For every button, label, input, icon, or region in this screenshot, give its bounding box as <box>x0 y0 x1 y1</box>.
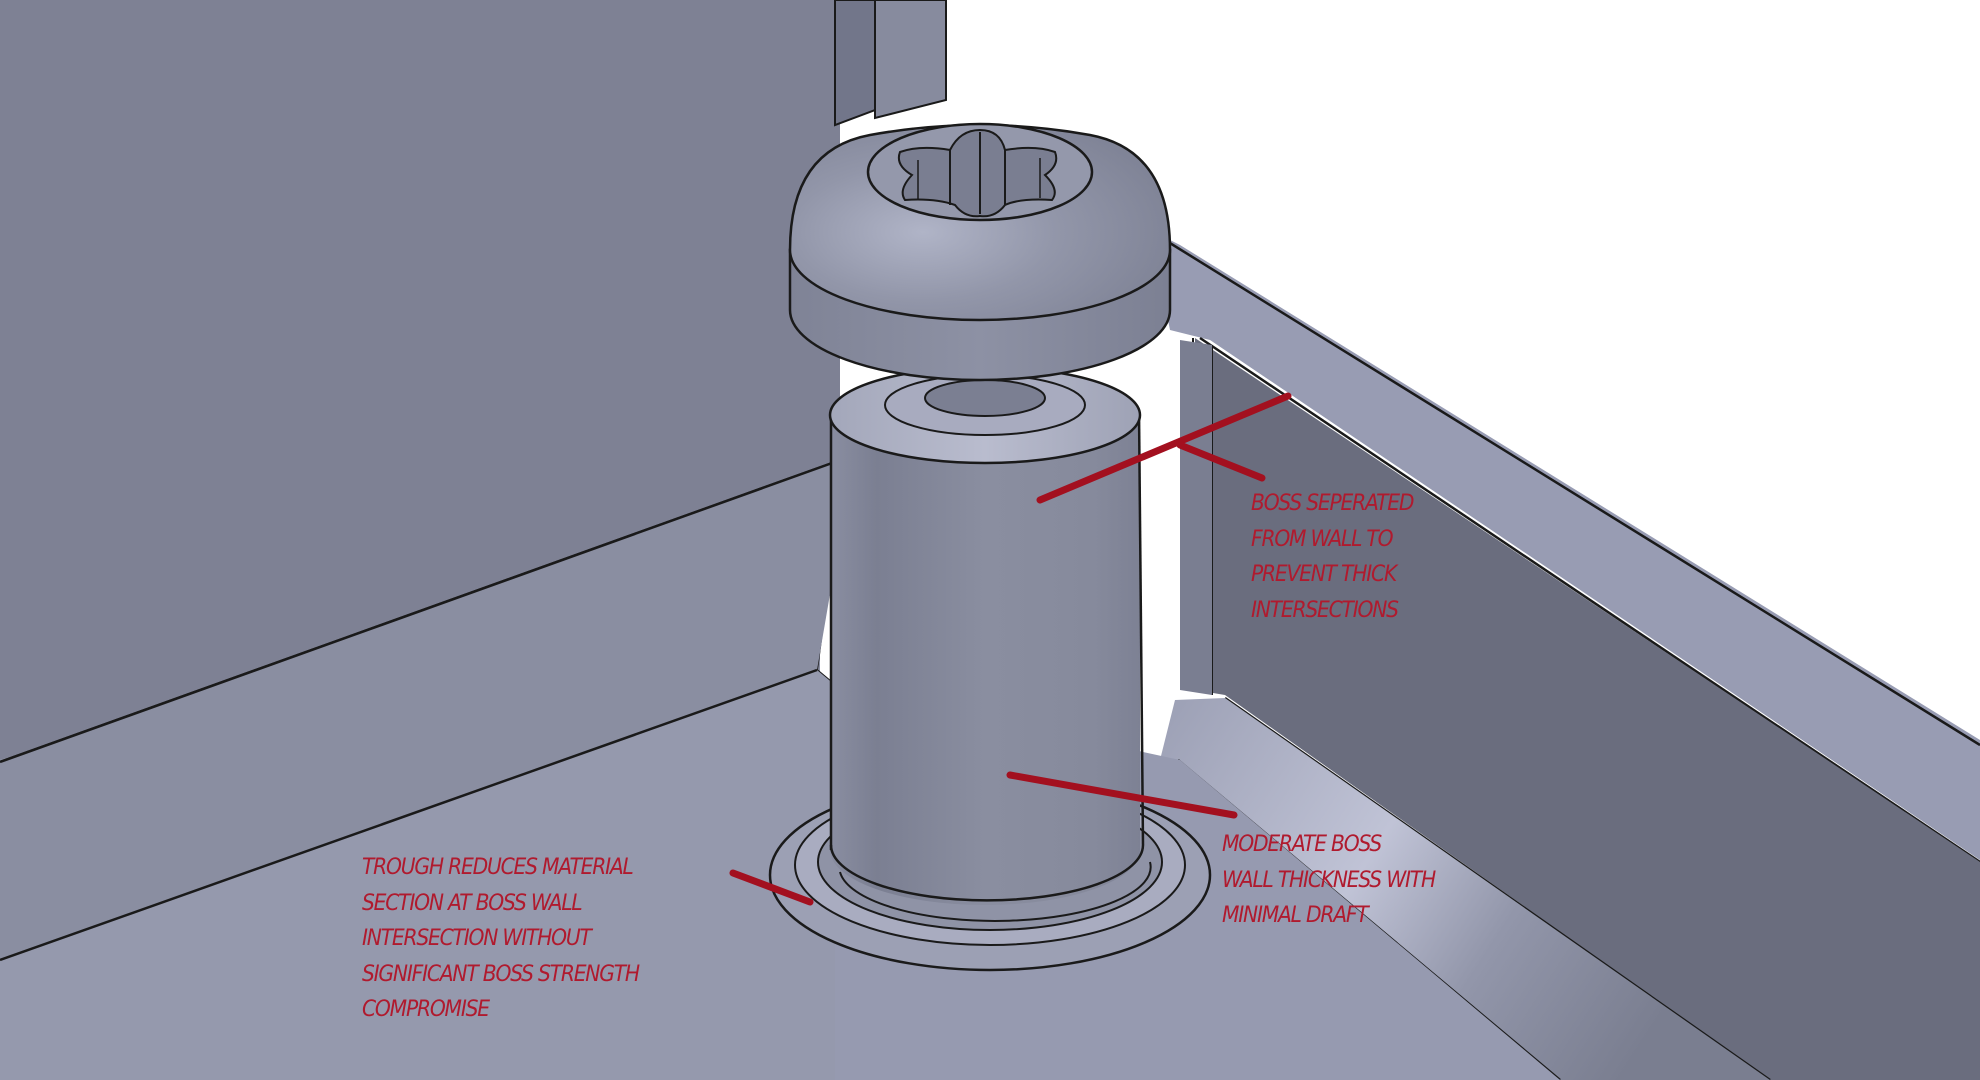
annotation-line: TROUGH REDUCES MATERIAL <box>362 855 634 880</box>
boss-cylinder <box>828 365 1152 922</box>
screw-head <box>788 122 1172 382</box>
annotation-line: MINIMAL DRAFT <box>1222 903 1369 928</box>
right-wall-inner <box>1195 338 1980 1080</box>
leader-boss-separated-b <box>1176 441 1266 482</box>
annotation-boss-separated: BOSS SEPERATED FROM WALL TO PREVENT THIC… <box>1251 486 1414 628</box>
annotation-line: BOSS SEPERATED <box>1251 491 1414 516</box>
annotation-line: WALL THICKNESS WITH <box>1222 867 1436 893</box>
leader-boss-separated-a <box>1036 392 1292 504</box>
leader-moderate-wall <box>1006 771 1238 819</box>
annotation-line: INTERSECTION WITHOUT <box>362 926 592 951</box>
annotation-line: INTERSECTIONS <box>1251 597 1399 623</box>
back-wall-edge <box>834 0 876 127</box>
annotation-line: FROM WALL TO <box>1251 526 1394 552</box>
annotation-line: MODERATE BOSS <box>1222 832 1382 857</box>
annotation-line: PREVENT THICK <box>1251 562 1397 587</box>
right-wall-top <box>1150 230 1980 860</box>
annotation-trough: TROUGH REDUCES MATERIAL SECTION AT BOSS … <box>362 850 640 1028</box>
annotation-moderate-wall: MODERATE BOSS WALL THICKNESS WITH MINIMA… <box>1222 827 1436 934</box>
annotation-line: COMPROMISE <box>362 997 490 1022</box>
annotation-line: SIGNIFICANT BOSS STRENGTH <box>362 961 640 987</box>
back-wall-edge-face <box>874 0 947 120</box>
annotation-line: SECTION AT BOSS WALL <box>362 890 583 916</box>
torx-recess-icon <box>897 128 1058 218</box>
right-fillet <box>1150 698 1770 1080</box>
leader-lines <box>729 392 1292 906</box>
leader-trough <box>729 869 814 906</box>
